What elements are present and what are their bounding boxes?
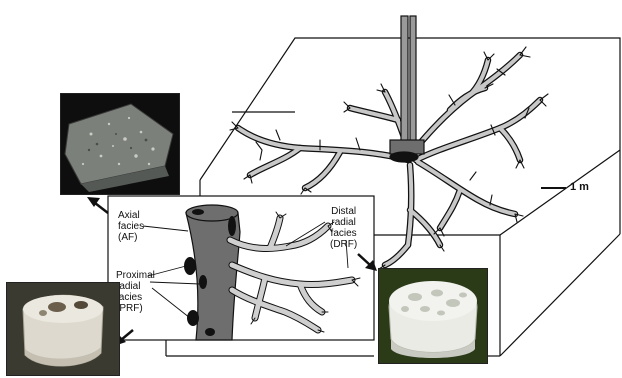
axial-label-line-2: facies — [118, 221, 144, 232]
scale-label: 1 m — [570, 182, 589, 193]
proximal-label-line-1: Proximal — [116, 270, 155, 281]
distal-facies-label: Distal radial facies (DRF) — [330, 206, 357, 250]
proximal-label-line-4: (PRF) — [116, 303, 155, 314]
axial-facies-photo — [60, 93, 180, 195]
proximal-label-line-2: radial — [116, 281, 155, 292]
axial-label-line-3: (AF) — [118, 232, 144, 243]
distal-facies-photo — [378, 268, 488, 364]
proximal-facies-photo — [6, 282, 120, 376]
proximal-label-line-3: facies — [116, 292, 155, 303]
axial-facies-label: Axial facies (AF) — [118, 210, 144, 243]
distal-label-line-3: facies — [330, 228, 357, 239]
distal-label-line-1: Distal — [330, 206, 357, 217]
proximal-facies-label: Proximal radial facies (PRF) — [116, 270, 155, 314]
arrow-up-left-icon — [87, 197, 108, 213]
distal-label-line-4: (DRF) — [330, 239, 357, 250]
axial-label-line-1: Axial — [118, 210, 144, 221]
distal-label-line-2: radial — [330, 217, 357, 228]
